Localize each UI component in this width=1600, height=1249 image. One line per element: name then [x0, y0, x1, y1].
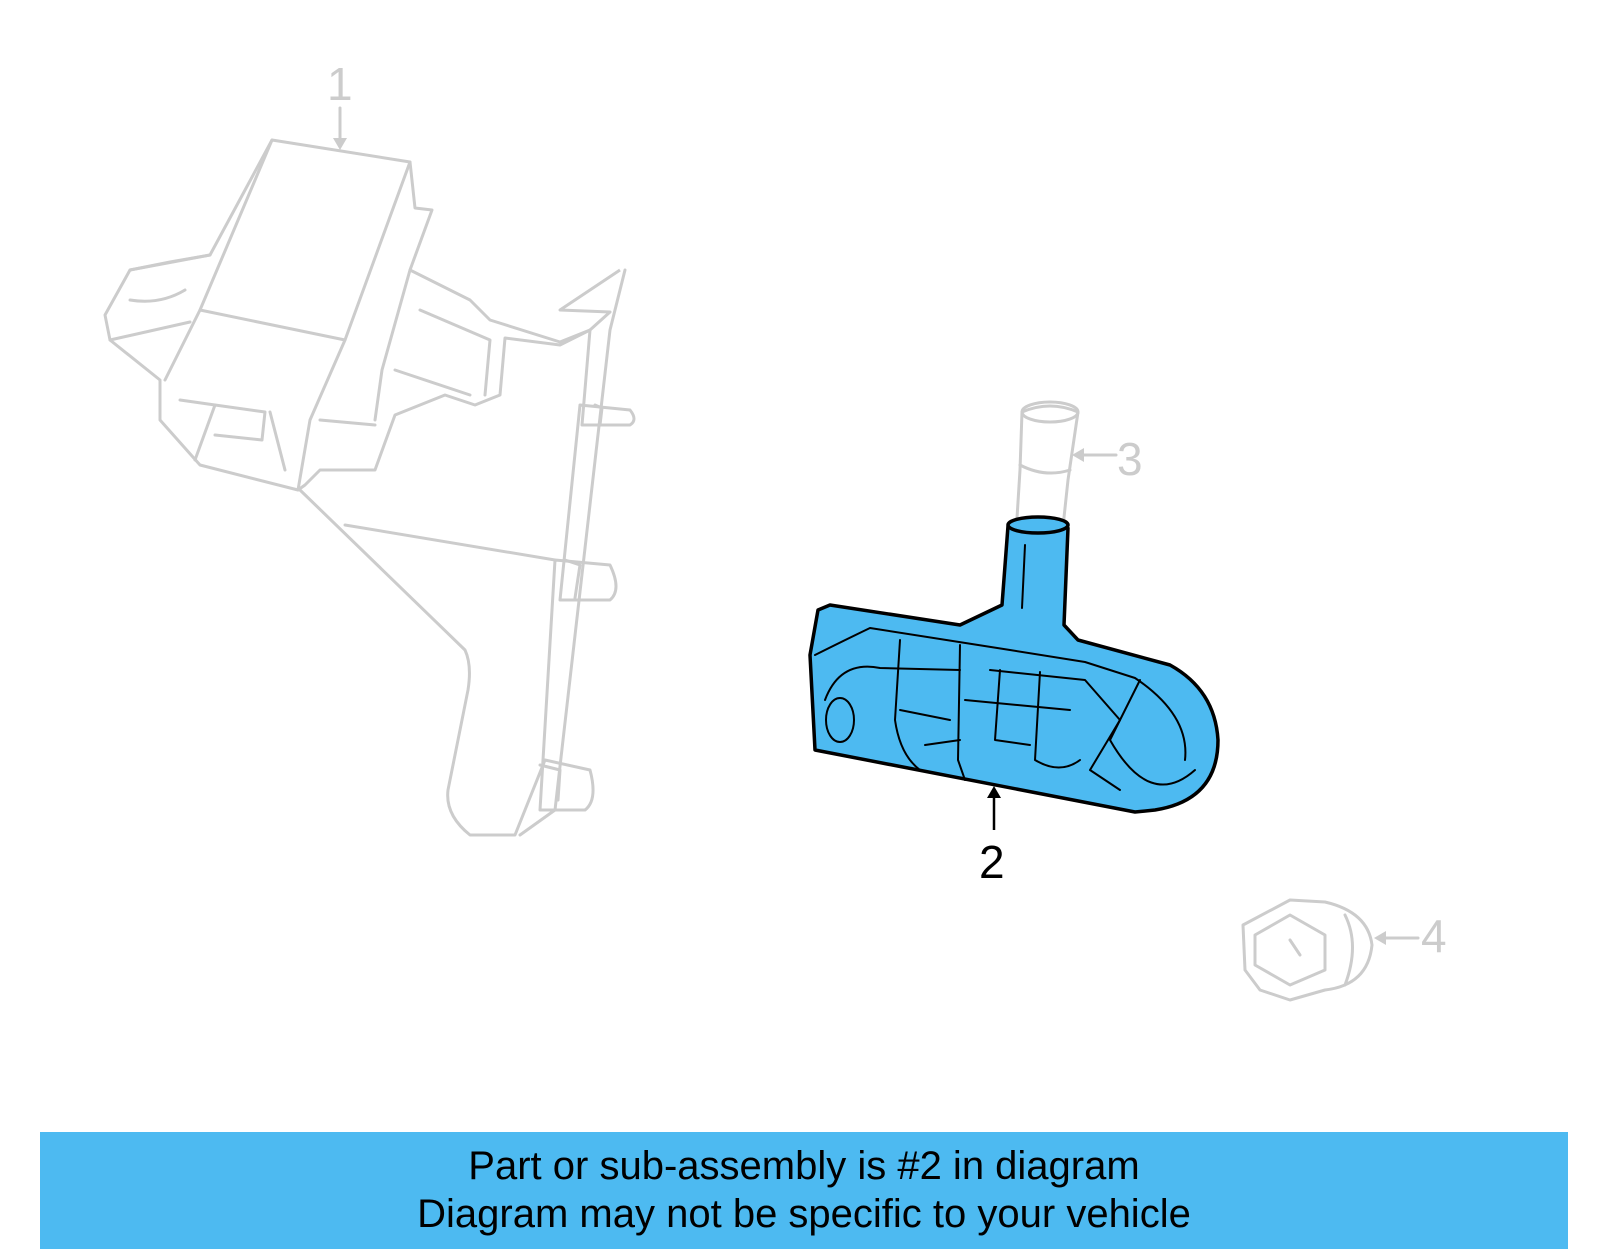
leader-3	[1072, 448, 1118, 462]
parts-diagram: 1 2 3 4	[103, 58, 1447, 1002]
leader-2	[987, 786, 1001, 830]
part-1-module-bracket	[103, 138, 636, 837]
banner-line-1: Part or sub-assembly is #2 in diagram	[468, 1144, 1140, 1188]
part-4-nut	[1241, 898, 1374, 1002]
callout-3: 3	[1117, 433, 1143, 485]
leader-1	[333, 106, 347, 150]
callout-1: 1	[327, 58, 353, 110]
callout-2: 2	[979, 836, 1005, 888]
info-banner: Part or sub-assembly is #2 in diagram Di…	[40, 1132, 1568, 1249]
callout-4: 4	[1421, 910, 1447, 962]
banner-line-2: Diagram may not be specific to your vehi…	[417, 1192, 1191, 1236]
part-2-tpms-sensor[interactable]	[808, 515, 1220, 814]
leader-4	[1374, 931, 1420, 945]
